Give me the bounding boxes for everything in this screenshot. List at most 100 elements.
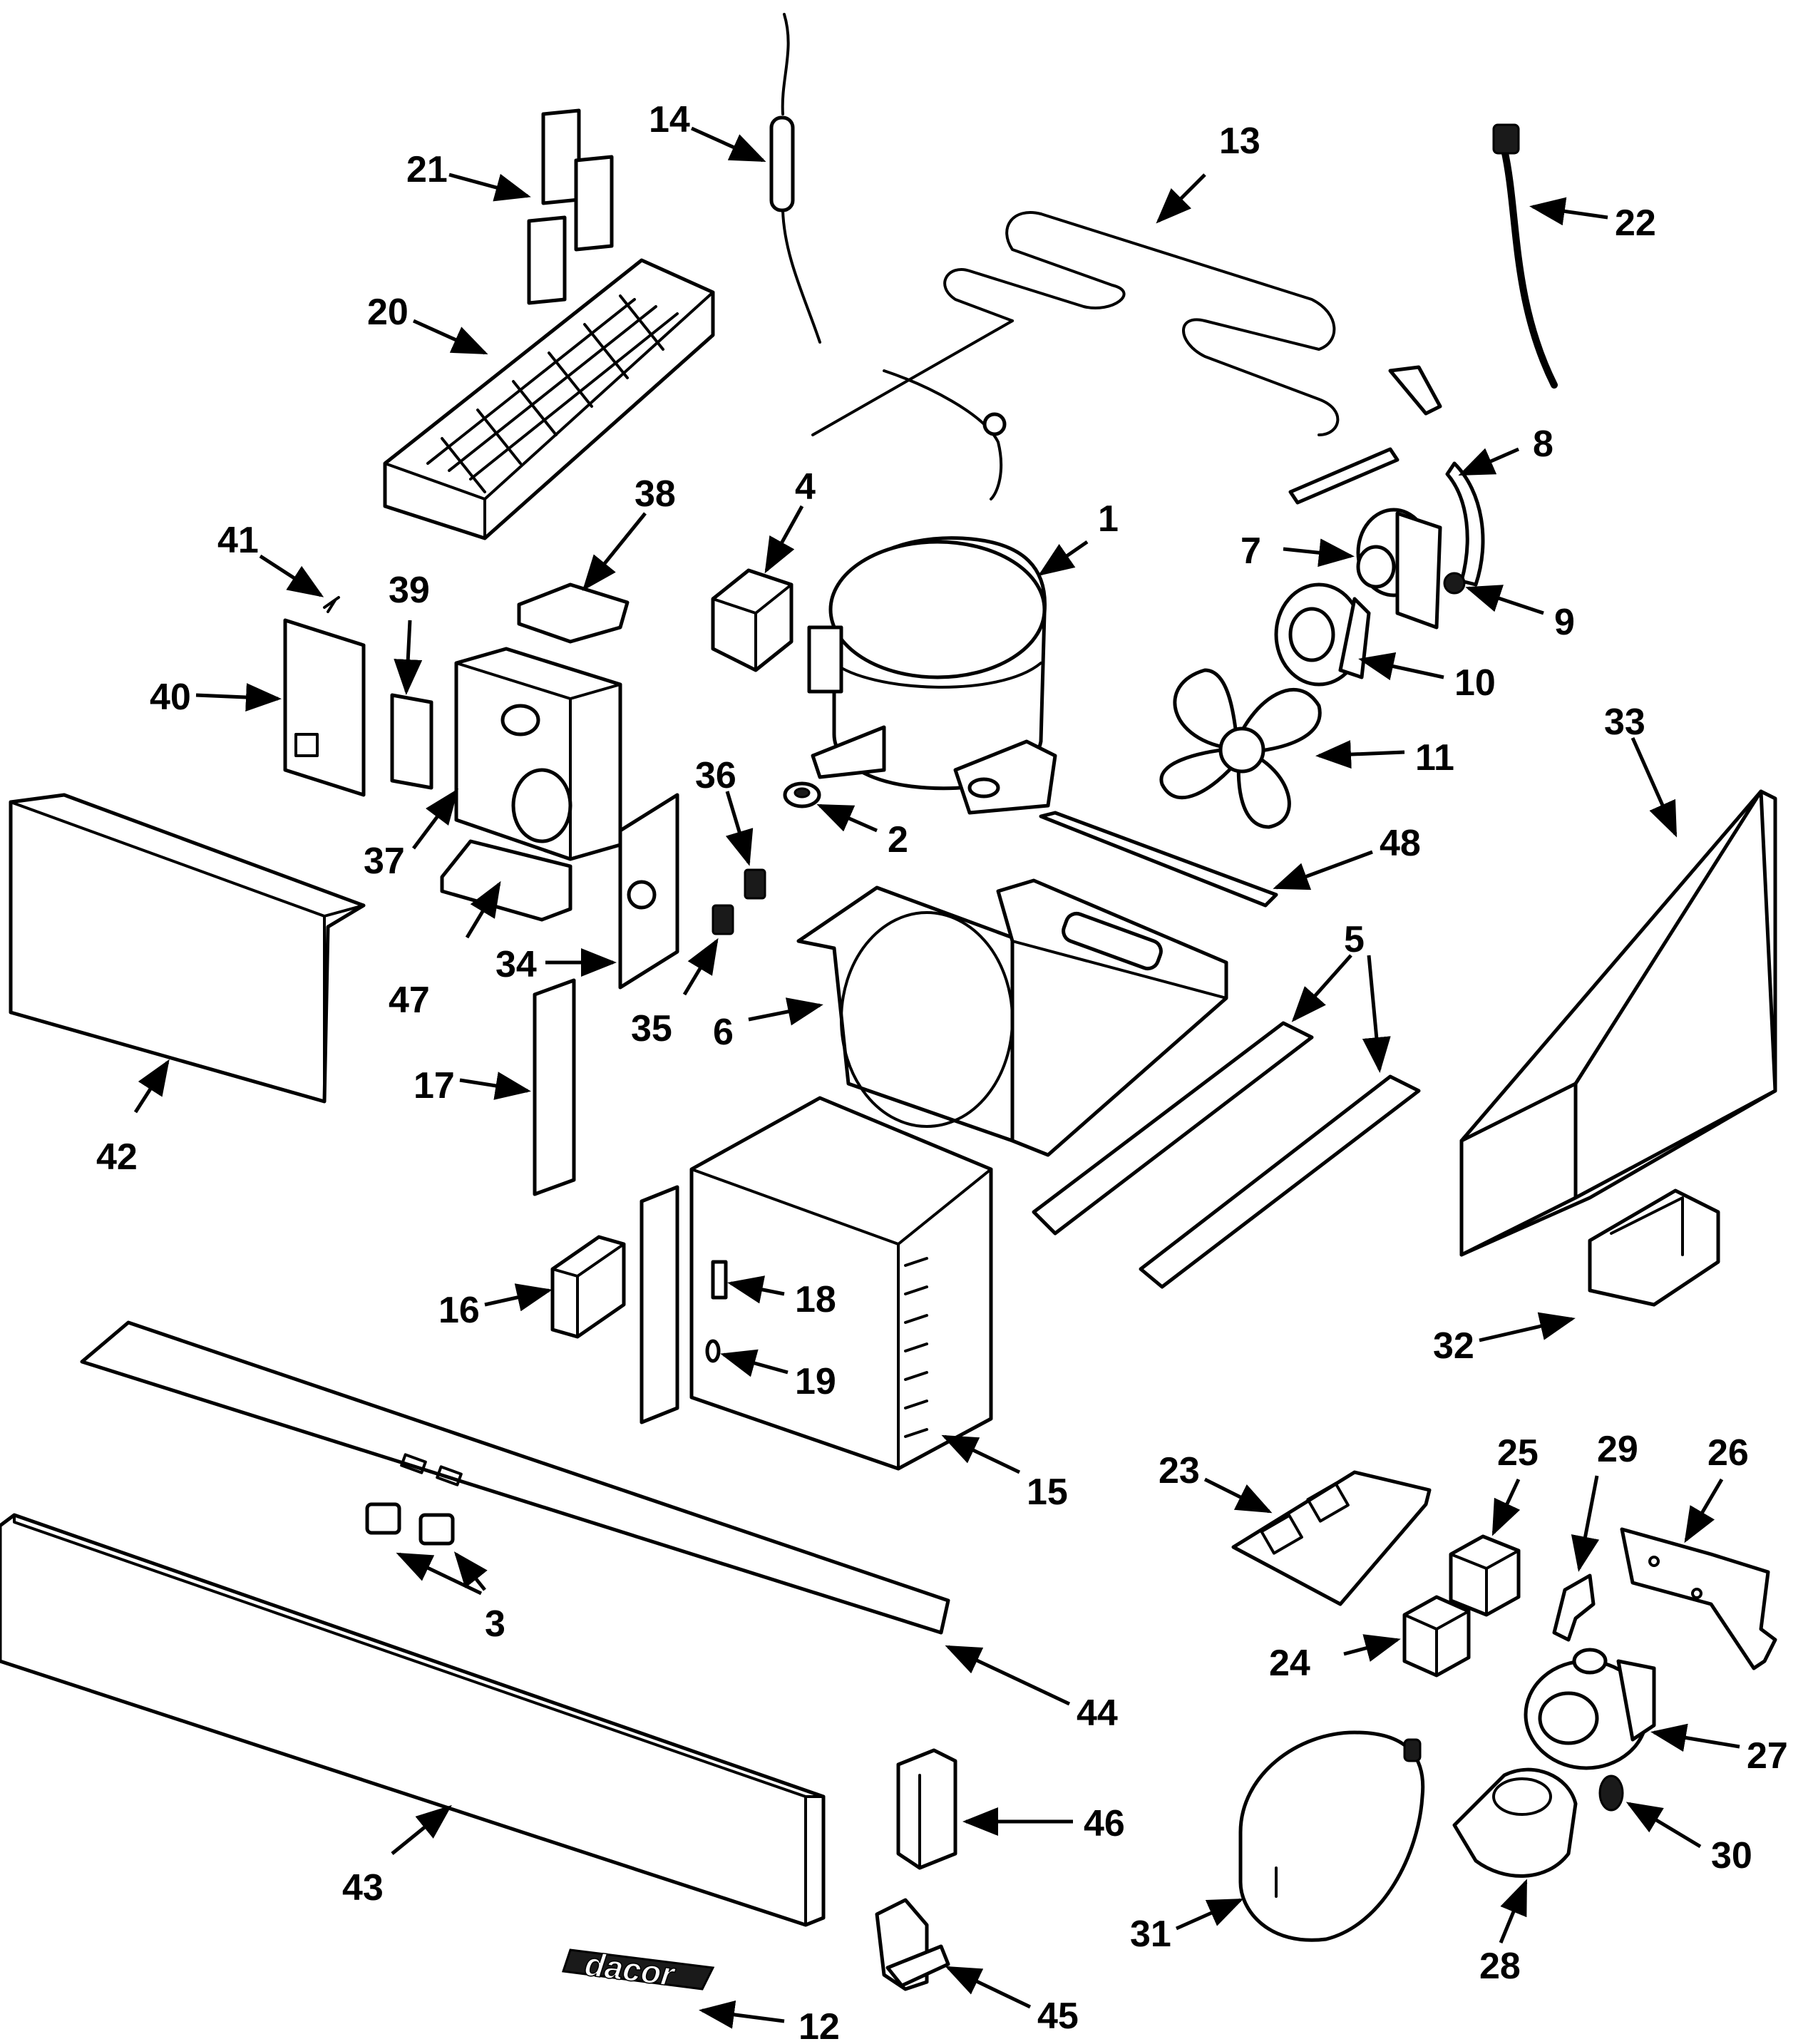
callout-4: 4 [795,466,816,508]
part-46-hinge [896,1748,957,1870]
callout-39: 39 [389,570,430,611]
callout-2: 2 [888,819,908,861]
part-3-switches [365,1502,455,1546]
callout-37: 37 [364,841,405,882]
part-32-drain-fitting [1588,1188,1720,1307]
part-43-front-panel [0,1513,826,1927]
part-7-fan-motor [1356,508,1442,630]
callout-14: 14 [649,99,690,140]
part-31-tank [1238,1730,1425,1942]
callout-38: 38 [635,473,676,515]
part-15-evaporator [640,1096,993,1471]
callout-29: 29 [1597,1429,1638,1470]
callout-36: 36 [695,755,736,796]
part-22-power-cord [1492,123,1558,389]
callout-17: 17 [414,1065,455,1106]
part-9-nut [1443,572,1466,595]
part-36-component [744,868,766,900]
callout-34: 34 [495,944,537,985]
part-33-back-panel [1459,789,1777,1257]
callout-labels: 1 2 3 4 5 6 7 8 9 10 11 12 13 14 15 16 1… [96,99,1788,2044]
part-5-rails [1032,1021,1421,1289]
part-4-relay-cover [711,568,793,672]
part-40-control-board [283,618,366,797]
part-44-front-rail [80,1320,950,1635]
part-25-relay [1449,1534,1521,1617]
callout-32: 32 [1433,1325,1474,1367]
callout-27: 27 [1747,1735,1788,1777]
part-34-mounting-plate [618,793,679,990]
part-24-relay [1402,1595,1471,1678]
callout-9: 9 [1554,602,1575,643]
callout-42: 42 [96,1136,138,1178]
part-35-component [712,904,734,935]
part-20-ice-tray [383,258,715,540]
callout-10: 10 [1454,662,1496,704]
callout-1: 1 [1098,498,1119,540]
part-8-bracket [1288,365,1485,587]
part-27-pump [1524,1648,1656,1770]
part-18-thermistor [711,1260,728,1300]
part-38-bracket [517,582,630,644]
callout-40: 40 [150,677,191,718]
callout-7: 7 [1241,530,1261,572]
callout-30: 30 [1711,1835,1752,1876]
part-28-pump-cover [1452,1767,1578,1878]
callout-47: 47 [389,980,430,1021]
callout-22: 22 [1615,202,1656,244]
callout-13: 13 [1219,120,1260,162]
part-21-filter-pads [527,108,614,305]
callout-16: 16 [438,1290,480,1331]
part-39-switch-plate [390,693,433,790]
part-11-fan-blade [1159,668,1322,829]
callout-25: 25 [1497,1432,1539,1474]
callout-18: 18 [795,1279,836,1320]
part-23-plate [1231,1470,1432,1606]
callout-28: 28 [1479,1946,1521,1987]
callout-21: 21 [406,149,448,190]
part-30-fitting [1598,1775,1624,1812]
part-19-clip [705,1339,721,1363]
part-2-grommet [783,781,821,808]
part-12-dacor-badge [562,1948,715,1991]
part-48-rail [1039,811,1278,908]
callout-11: 11 [1415,737,1454,779]
part-17-insulator [533,978,576,1196]
callout-26: 26 [1707,1432,1749,1474]
part-6-fan-shroud [796,878,1228,1157]
callout-43: 43 [342,1867,384,1909]
part-10-motor-mount [1274,582,1371,687]
part-45-hinge [875,1898,950,1991]
callout-19: 19 [795,1361,836,1402]
callout-24: 24 [1269,1643,1310,1684]
callout-6: 6 [713,1012,734,1053]
callout-20: 20 [367,292,409,333]
callout-44: 44 [1077,1693,1118,1734]
part-16-insulation-block [550,1235,626,1339]
part-29-elbow [1552,1573,1596,1642]
parts-artwork [0,13,1777,1991]
callout-48: 48 [1380,823,1421,864]
callout-41: 41 [217,520,259,561]
callout-15: 15 [1027,1472,1068,1513]
callout-33: 33 [1604,702,1645,743]
callout-3: 3 [485,1603,505,1645]
callout-12: 12 [798,2006,840,2044]
callout-35: 35 [631,1008,672,1049]
callout-31: 31 [1130,1914,1171,1955]
leader-arrows [133,126,1740,2029]
callout-45: 45 [1037,1996,1079,2037]
callout-46: 46 [1084,1803,1125,1844]
part-37-control-box [454,647,622,861]
part-26-bracket [1620,1527,1777,1670]
callout-8: 8 [1533,423,1553,465]
part-13-condenser [811,211,1340,500]
part-42-side-panel [9,793,366,1104]
dacor-logo-text: dacor [583,1945,678,1993]
part-14-drier [769,13,821,344]
callout-5: 5 [1344,919,1365,960]
part-41-screw [323,596,340,613]
callout-23: 23 [1159,1450,1200,1491]
part-1-compressor [807,536,1057,815]
